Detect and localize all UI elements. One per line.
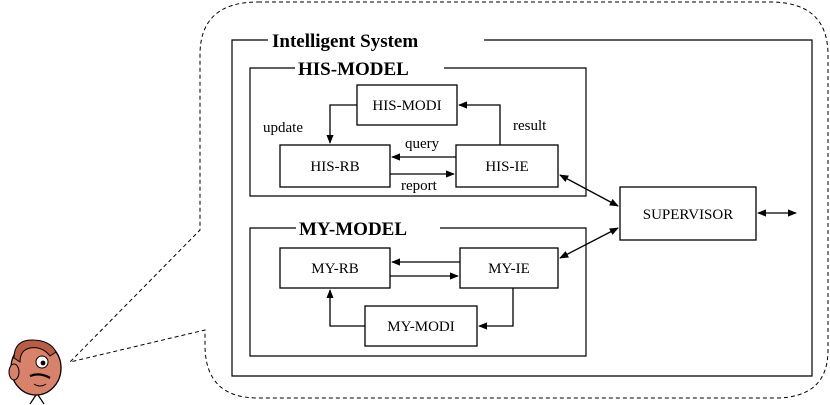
user-face-icon (8, 339, 62, 405)
svg-text:MY-IE: MY-IE (488, 261, 530, 277)
my-ie-supervisor-link (559, 227, 619, 259)
report-label: report (401, 178, 438, 194)
svg-text:MY-RB: MY-RB (311, 261, 359, 277)
query-label: query (405, 136, 440, 152)
my-modi-to-rb-arrow (326, 289, 365, 327)
his-model-title: HIS-MODEL (298, 59, 409, 80)
result-label: result (513, 118, 547, 134)
his-modi-node: HIS-MODI (356, 84, 458, 126)
update-arrow (326, 104, 357, 144)
my-modi-node: MY-MODI (364, 305, 478, 347)
update-label: update (263, 120, 303, 136)
system-title: Intelligent System (272, 31, 418, 52)
svg-text:SUPERVISOR: SUPERVISOR (643, 207, 734, 223)
his-model-frame (249, 67, 587, 197)
his-ie-node: HIS-IE (455, 144, 559, 188)
his-rb-node: HIS-RB (279, 144, 391, 188)
my-ie-to-modi-arrow (478, 288, 514, 330)
svg-text:MY-MODI: MY-MODI (387, 319, 455, 335)
my-rb-node: MY-RB (279, 247, 391, 289)
svg-text:HIS-IE: HIS-IE (485, 159, 528, 175)
his-ie-supervisor-link (559, 174, 619, 207)
my-ie-node: MY-IE (459, 247, 559, 289)
my-model-title: MY-MODEL (299, 219, 407, 240)
result-arrow (458, 101, 501, 145)
system-frame (231, 39, 813, 377)
thought-bubble (68, 1, 829, 399)
supervisor-node: SUPERVISOR (619, 186, 757, 241)
svg-text:HIS-MODI: HIS-MODI (372, 98, 441, 114)
svg-text:HIS-RB: HIS-RB (310, 159, 359, 175)
